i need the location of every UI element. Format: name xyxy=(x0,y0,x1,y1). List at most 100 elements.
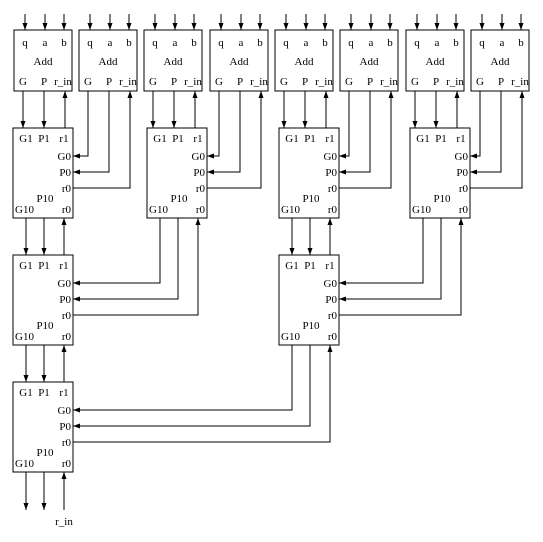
adder-output-g-label: G xyxy=(476,76,484,88)
block-r0-label: r0 xyxy=(459,183,469,195)
adder-input-a-label: a xyxy=(304,37,309,49)
adder-output-rin-label: r_in xyxy=(446,76,464,88)
r0-to-adder-wire xyxy=(73,91,131,189)
arrowhead xyxy=(152,23,158,30)
adder-input-a-label: a xyxy=(108,37,113,49)
arrowhead xyxy=(150,121,156,128)
block-g1-label: G1 xyxy=(153,133,166,145)
block-to-g0-wire xyxy=(73,218,161,284)
lookahead-block xyxy=(278,254,340,346)
adder-box xyxy=(13,29,73,92)
lookahead-block xyxy=(12,254,74,346)
adder-output-g-label: G xyxy=(345,76,353,88)
r0-to-block-wire xyxy=(339,218,462,316)
block-r0-out-label: r0 xyxy=(62,331,72,343)
adder-input-a-label: a xyxy=(369,37,374,49)
adder-input-q-label: q xyxy=(218,37,224,49)
block-p1-label: P1 xyxy=(304,133,316,145)
adder-to-g0-wire xyxy=(470,91,481,157)
block-r1-label: r1 xyxy=(193,133,202,145)
adder-to-p0-wire xyxy=(207,91,241,173)
r0-to-block-wire xyxy=(73,218,199,316)
block-to-g0-wire xyxy=(339,218,424,284)
arrowhead xyxy=(207,153,214,159)
arrowhead xyxy=(302,121,308,128)
arrowhead xyxy=(23,503,29,510)
arrowhead xyxy=(322,23,328,30)
adder-input-a-label: a xyxy=(173,37,178,49)
block-g1-label: G1 xyxy=(285,260,298,272)
arrowhead xyxy=(73,153,80,159)
arrowhead xyxy=(307,248,313,255)
arrowhead xyxy=(339,153,346,159)
block-g0-label: G0 xyxy=(58,151,72,163)
arrowhead xyxy=(281,121,287,128)
adder-box xyxy=(470,29,530,92)
arrowhead xyxy=(207,169,214,175)
arrowhead xyxy=(499,23,505,30)
arrowhead xyxy=(127,91,133,98)
block-r1-label: r1 xyxy=(456,133,465,145)
arrowhead xyxy=(171,121,177,128)
arrowhead xyxy=(41,248,47,255)
arrowhead xyxy=(61,23,67,30)
block-p0-label: P0 xyxy=(59,294,71,306)
adder-output-g-label: G xyxy=(280,76,288,88)
adder-input-a-label: a xyxy=(500,37,505,49)
arrowhead xyxy=(327,345,333,352)
block-r0-out-label: r0 xyxy=(328,204,338,216)
arrowhead xyxy=(327,218,333,225)
block-g10-label: G10 xyxy=(281,331,300,343)
block-r0-label: r0 xyxy=(62,183,72,195)
adder-name-label: Add xyxy=(99,56,118,68)
adder-input-a-label: a xyxy=(435,37,440,49)
lookahead-block xyxy=(409,127,471,219)
arrowhead xyxy=(87,23,93,30)
arrowhead xyxy=(470,169,477,175)
block-p10-label: P10 xyxy=(36,320,54,332)
adder-box xyxy=(143,29,203,92)
block-g1-label: G1 xyxy=(19,387,32,399)
arrowhead xyxy=(479,23,485,30)
block-r1-label: r1 xyxy=(325,260,334,272)
arrowhead xyxy=(191,23,197,30)
adder-name-label: Add xyxy=(230,56,249,68)
arrowhead xyxy=(73,407,80,413)
adder-input-b-label: b xyxy=(387,37,393,49)
adder-name-label: Add xyxy=(491,56,510,68)
block-p1-label: P1 xyxy=(38,260,50,272)
block-p0-label: P0 xyxy=(59,167,71,179)
adder-output-rin-label: r_in xyxy=(119,76,137,88)
block-g1-label: G1 xyxy=(285,133,298,145)
adder-input-q-label: q xyxy=(283,37,289,49)
arrowhead xyxy=(454,91,460,98)
arrowhead xyxy=(73,169,80,175)
adder-to-g0-wire xyxy=(73,91,89,157)
block-r0-label: r0 xyxy=(62,310,72,322)
adder-box xyxy=(405,29,465,92)
adder-output-p-label: P xyxy=(433,76,439,88)
block-g10-label: G10 xyxy=(15,204,34,216)
arrowhead xyxy=(195,218,201,225)
adder-output-rin-label: r_in xyxy=(511,76,529,88)
adder-output-p-label: P xyxy=(498,76,504,88)
block-p10-label: P10 xyxy=(36,447,54,459)
arrowhead xyxy=(172,23,178,30)
adder-output-rin-label: r_in xyxy=(315,76,333,88)
block-to-g0-wire xyxy=(73,345,293,411)
arrowhead xyxy=(339,296,346,302)
arrowhead xyxy=(41,503,47,510)
arrowhead xyxy=(61,472,67,479)
arrowhead xyxy=(20,121,26,128)
adder-output-p-label: P xyxy=(302,76,308,88)
adder-box xyxy=(78,29,138,92)
arrowhead xyxy=(368,23,374,30)
arrowhead xyxy=(414,23,420,30)
adder-to-g0-wire xyxy=(339,91,350,157)
block-g10-label: G10 xyxy=(412,204,431,216)
arrowhead xyxy=(434,23,440,30)
adder-input-q-label: q xyxy=(152,37,158,49)
adder-output-rin-label: r_in xyxy=(184,76,202,88)
lookahead-block xyxy=(146,127,208,219)
